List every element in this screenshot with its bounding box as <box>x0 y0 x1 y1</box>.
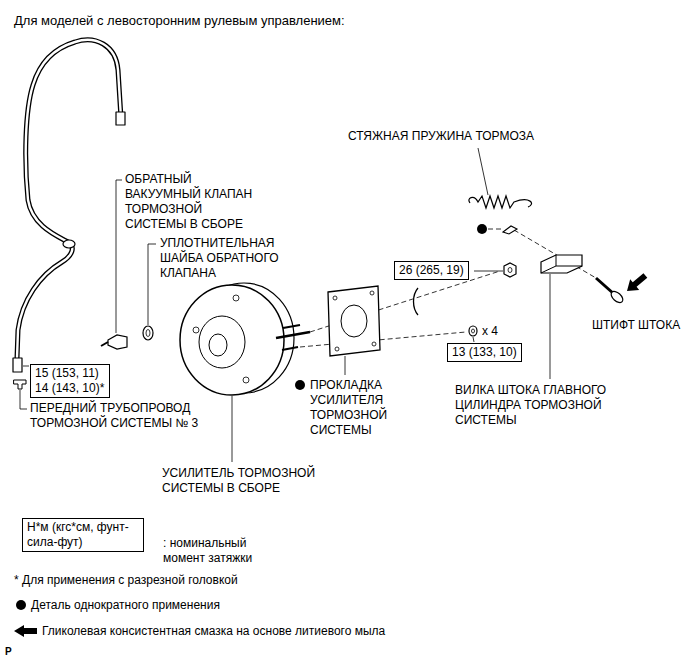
nut-hole <box>472 329 475 333</box>
nut-hole <box>508 268 512 273</box>
pipe-grommet <box>63 240 75 248</box>
pipe-core <box>17 40 121 358</box>
gasket-bolt-hole <box>370 291 374 295</box>
pipe-clip <box>14 380 26 389</box>
leader-line <box>478 148 488 195</box>
torque-value: Н*м (кгс*см, фунт-сила-фут) <box>27 520 139 550</box>
gasket-plate <box>328 286 380 356</box>
gasket-hole <box>341 305 367 337</box>
part-label: x 4 <box>482 324 498 339</box>
torque-box: 15 (153, 11)14 (143, 10)* <box>30 364 110 398</box>
pipe-outline <box>17 40 121 358</box>
booster-bolt <box>193 327 199 333</box>
legend-single-use-mark <box>16 600 26 610</box>
leader-line <box>116 180 122 333</box>
assembly-line <box>488 229 503 230</box>
leader-line <box>473 337 474 342</box>
gasket-bolt-hole <box>372 342 376 346</box>
booster-front-shell <box>180 285 284 395</box>
part-label: ПЕРЕДНИЙ ТРУБОПРОВОД ТОРМОЗНОЙ СИСТЕМЫ №… <box>30 401 220 431</box>
booster-stud <box>282 347 298 350</box>
torque-value: 26 (265, 19) <box>399 263 464 278</box>
clevis-edge <box>541 255 582 273</box>
brake-booster <box>180 283 310 395</box>
assembly-line <box>514 230 596 278</box>
part-label: ВИЛКА ШТОКА ГЛАВНОГО ЦИЛИНДРА ТОРМОЗНОЙ … <box>455 383 627 428</box>
leader-line <box>550 274 551 379</box>
legend-grease-arrow <box>14 625 37 637</box>
booster-ring <box>199 316 245 368</box>
torque-value: 14 (143, 10)* <box>35 381 105 396</box>
leader-line <box>148 244 156 325</box>
legend-text: Деталь однократного применения <box>31 598 220 613</box>
leader-line <box>345 356 346 375</box>
part-label: УСИЛИТЕЛЬ ТОРМОЗНОЙ СИСТЕМЫ В СБОРЕ <box>162 466 342 496</box>
leader-line <box>474 271 503 272</box>
return-spring <box>469 196 532 208</box>
torque-box: Н*м (кгс*см, фунт-сила-фут) <box>22 518 144 552</box>
part-label: УПЛОТНИТЕЛЬНАЯ ШАЙБА ОБРАТНОГО КЛАПАНА <box>160 236 282 281</box>
part-label: СТЯЖНАЯ ПРУЖИНА ТОРМОЗА <box>348 129 534 144</box>
brake-pipe <box>13 40 125 389</box>
seal-ring <box>414 288 419 315</box>
booster-gasket <box>328 286 380 356</box>
leader-line <box>20 390 27 409</box>
part-label: ШТИФТ ШТОКА <box>592 318 680 333</box>
nut <box>504 263 516 277</box>
gasket-bolt-hole <box>333 296 337 300</box>
torque-box: 26 (265, 19) <box>394 261 469 280</box>
check-valve-washer <box>143 326 153 340</box>
torque-value: 13 (133, 10) <box>452 345 517 360</box>
legend-text: Гликолевая консистентная смазка на основ… <box>42 624 385 639</box>
spring-clip <box>503 226 517 234</box>
single-use-mark <box>295 380 305 390</box>
clevis-pin <box>596 278 614 294</box>
grease-arrow-shape <box>623 270 650 296</box>
clevis-pin-head <box>609 289 625 304</box>
pipe-fitting <box>116 112 125 125</box>
part-label: P <box>5 644 12 659</box>
booster-pushrod <box>276 332 310 338</box>
part-label: ПРОКЛАДКА УСИЛИТЕЛЯ ТОРМОЗНОЙ СИСТЕМЫ <box>310 378 410 438</box>
pipe-fitting <box>13 358 22 372</box>
booster-bolt <box>233 295 239 301</box>
part-label: * Для применения с разрезной головкой <box>14 573 238 588</box>
single-use-mark <box>477 224 487 234</box>
part-label: ОБРАТНЫЙ ВАКУУМНЫЙ КЛАПАН ТОРМОЗНОЙ СИСТ… <box>125 172 257 232</box>
assembly-lines <box>300 229 596 347</box>
legend-text: : номинальный момент затяжки <box>163 536 263 566</box>
assembly-line <box>300 332 466 347</box>
leader-line <box>232 396 233 462</box>
gasket-bolt-hole <box>335 347 339 351</box>
grease-arrow <box>623 270 650 296</box>
booster-bolt <box>243 377 249 383</box>
nut <box>469 326 477 336</box>
torque-box: 13 (133, 10) <box>447 343 522 362</box>
check-valve-nipple <box>101 342 108 346</box>
torque-value: 15 (153, 11) <box>35 366 105 381</box>
leader-line <box>23 366 29 367</box>
check-valve <box>108 335 127 349</box>
booster-stud <box>283 325 300 328</box>
check-valve-washer-hole <box>146 330 150 337</box>
pushrod-clevis <box>541 255 582 273</box>
heading: Для моделей с левосторонним рулевым упра… <box>14 13 345 28</box>
booster-hub <box>209 334 227 356</box>
